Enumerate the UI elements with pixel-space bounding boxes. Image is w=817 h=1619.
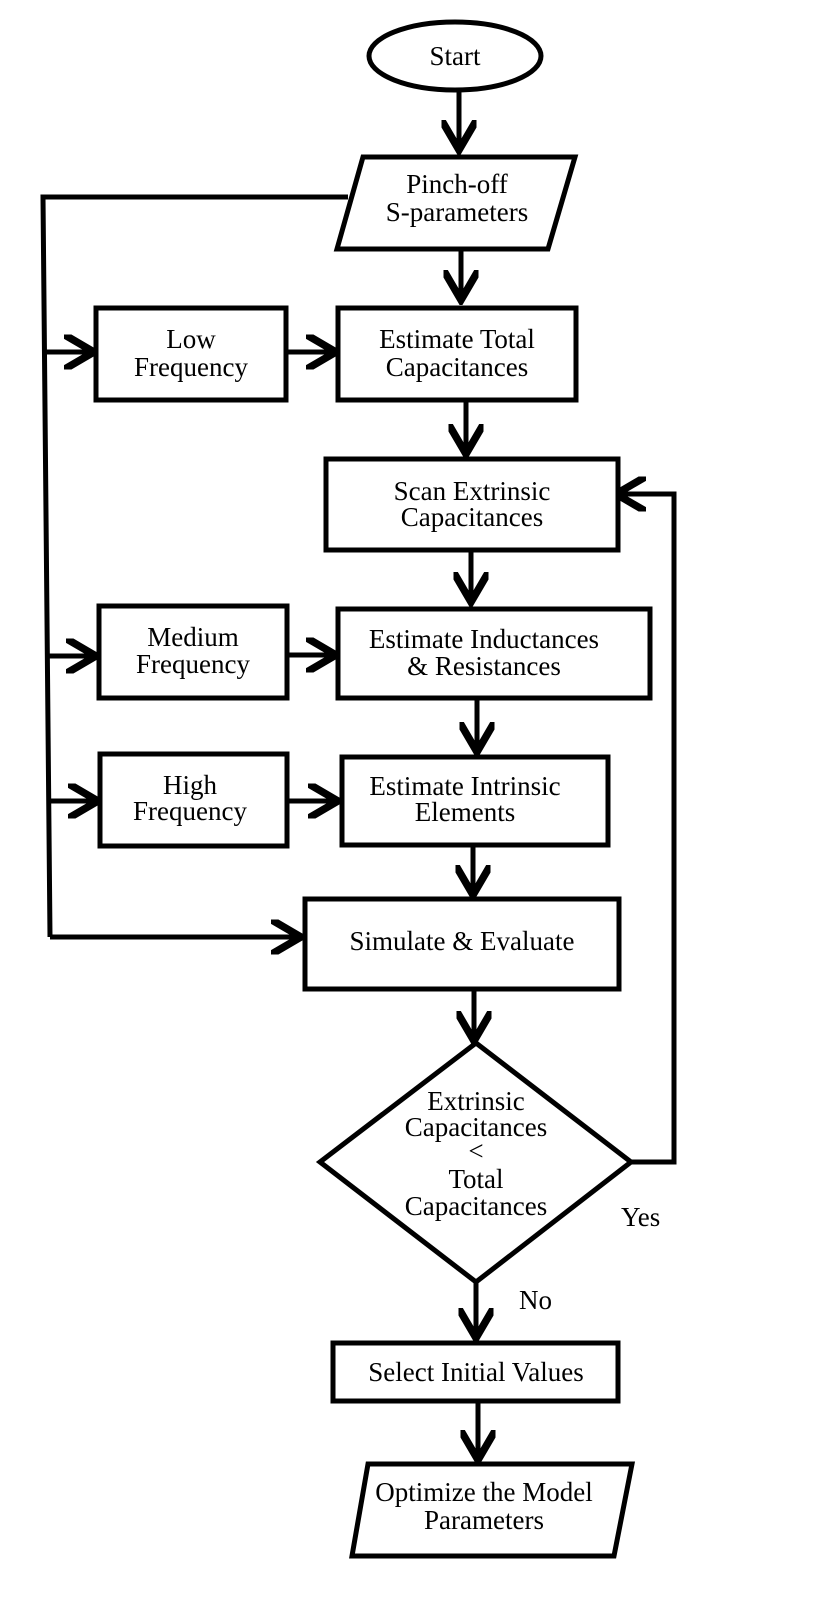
io-shape <box>349 1461 636 1559</box>
decision-label-line-2: Capacitances <box>405 1112 547 1142</box>
feedback-left-rail <box>40 194 348 938</box>
node-low-frequency: Low Frequency <box>93 305 289 403</box>
estimate-total-label-line-2: Capacitances <box>386 352 528 382</box>
node-estimate-total: Estimate Total Capacitances <box>335 305 579 403</box>
node-start: Start <box>366 19 544 93</box>
decision-label-line-1: Extrinsic <box>427 1086 524 1116</box>
connectors <box>40 92 677 1456</box>
pinch-off-label-line-1: Pinch-off <box>406 169 508 199</box>
high-frequency-label-line-1: High <box>163 770 218 800</box>
estimate-total-label-line-1: Estimate Total <box>379 324 535 354</box>
node-simulate: Simulate & Evaluate <box>302 896 622 992</box>
node-pinch-off: Pinch-off S-parameters <box>333 154 579 252</box>
io-shape <box>333 154 579 252</box>
estimate-intrinsic-label-line-2: Elements <box>415 797 515 827</box>
yes-feedback-path <box>620 494 677 1165</box>
no-label: No <box>519 1285 552 1315</box>
decision-shape <box>315 1039 636 1286</box>
process-shape <box>335 305 579 403</box>
process-shape <box>330 1340 621 1404</box>
estimate-inductances-label-line-1: Estimate Inductances <box>369 624 599 654</box>
node-estimate-intrinsic: Estimate Intrinsic Elements <box>339 754 611 848</box>
select-initial-label: Select Initial Values <box>368 1357 583 1387</box>
optimize-label-line-2: Parameters <box>424 1505 544 1535</box>
yes-label: Yes <box>621 1202 660 1232</box>
medium-frequency-label-line-2: Frequency <box>136 649 250 679</box>
high-frequency-label-line-2: Frequency <box>133 796 247 826</box>
estimate-inductances-label-line-2: & Resistances <box>407 651 561 681</box>
decision-label-line-4: Total <box>448 1164 503 1194</box>
node-optimize: Optimize the Model Parameters <box>349 1461 636 1559</box>
node-high-frequency: High Frequency <box>97 751 290 849</box>
node-scan-extrinsic: Scan Extrinsic Capacitances <box>323 456 621 553</box>
estimate-intrinsic-label-line-1: Estimate Intrinsic <box>369 771 560 801</box>
simulate-label: Simulate & Evaluate <box>350 926 575 956</box>
pinch-off-label-line-2: S-parameters <box>386 197 528 227</box>
start-label: Start <box>430 41 481 71</box>
process-shape <box>93 305 289 403</box>
process-shape <box>302 896 622 992</box>
low-frequency-label-line-1: Low <box>166 324 216 354</box>
node-estimate-inductances: Estimate Inductances & Resistances <box>335 606 653 701</box>
node-decision: Extrinsic Capacitances < Total Capacitan… <box>315 1039 636 1286</box>
process-shape <box>96 603 290 701</box>
scan-extrinsic-label-line-2: Capacitances <box>401 502 543 532</box>
process-shape <box>339 754 611 848</box>
scan-extrinsic-label-line-1: Scan Extrinsic <box>394 476 551 506</box>
node-medium-frequency: Medium Frequency <box>96 603 290 701</box>
process-shape <box>323 456 621 553</box>
decision-label-line-5: Capacitances <box>405 1191 547 1221</box>
optimize-label-line-1: Optimize the Model <box>375 1477 592 1507</box>
node-select-initial: Select Initial Values <box>330 1340 621 1404</box>
process-shape <box>97 751 290 849</box>
medium-frequency-label-line-1: Medium <box>147 622 239 652</box>
low-frequency-label-line-2: Frequency <box>134 352 248 382</box>
terminator-shape <box>366 19 544 93</box>
process-shape <box>335 606 653 701</box>
decision-label-line-3: < <box>468 1136 483 1166</box>
